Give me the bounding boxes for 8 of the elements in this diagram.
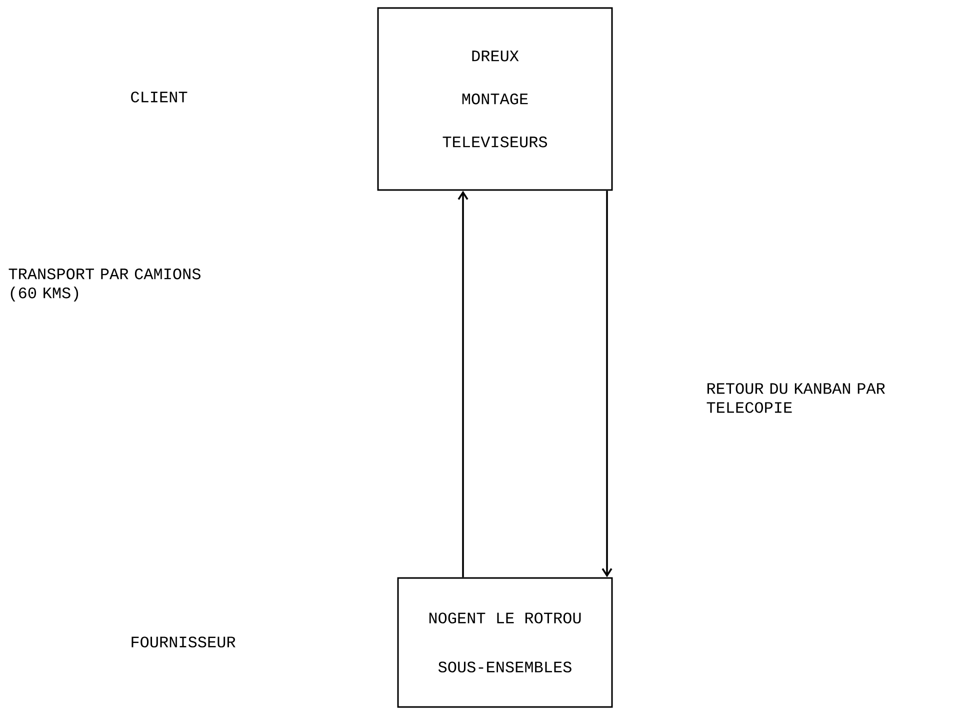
- label: FOURNISSEUR: [132, 636, 236, 648]
- arrow: [458, 190, 468, 578]
- label: CLIENT: [131, 92, 188, 102]
- process-box: DREUX MONTAGE TELEVISEURS: [377, 7, 613, 191]
- arrow: [602, 190, 612, 578]
- process-box: NOGENT LE ROTROU SOUS-ENSEMBLES: [397, 577, 613, 708]
- label: RETOUR DU KANBAN PAR TELECOPIE: [706, 383, 885, 413]
- label: TRANSPORT PAR CAMIONS (60 KMS): [8, 268, 200, 302]
